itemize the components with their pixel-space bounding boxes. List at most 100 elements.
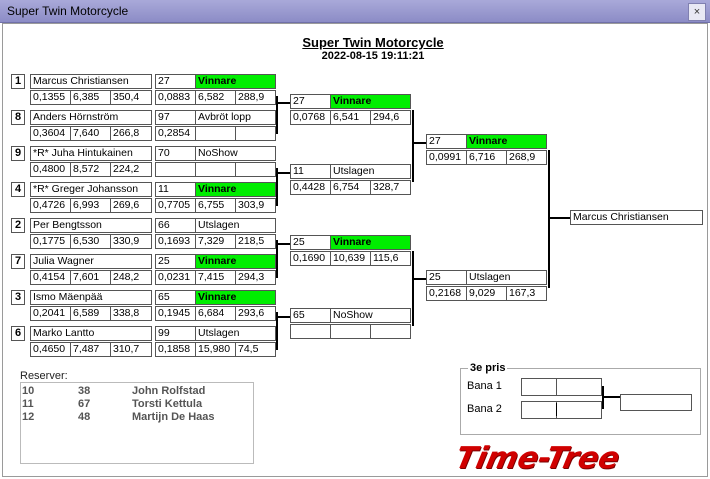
reserve-pos-1: 10	[22, 385, 35, 397]
seed-3: 9	[11, 146, 25, 161]
r4-number-2: 25	[426, 270, 467, 285]
r4-status-1: Vinnare	[466, 134, 547, 149]
r4-status-2: Utslagen	[466, 270, 547, 285]
competitor-speed-2: 266,8	[110, 126, 152, 141]
r3-number-2: 11	[290, 164, 331, 179]
r3-et-1: 6,541	[330, 110, 371, 125]
competitor-reaction-6: 0,4154	[30, 270, 71, 285]
r2-status-5: Utslagen	[195, 218, 276, 233]
bracket-connector	[276, 316, 290, 318]
lane1-field-a[interactable]	[521, 378, 557, 396]
bracket-connector	[412, 251, 414, 326]
reserve-num-3: 48	[78, 411, 91, 423]
bracket-connector	[548, 150, 550, 288]
reserve-name-3: Martijn De Haas	[132, 411, 215, 423]
lane2-label: Bana 2	[467, 403, 502, 415]
r2-number-8: 99	[155, 326, 196, 341]
r3-speed-2: 328,7	[370, 180, 411, 195]
r3-number-4: 65	[290, 308, 331, 323]
r3-number-1: 27	[290, 94, 331, 109]
seed-5: 2	[11, 218, 25, 233]
r2-number-3: 70	[155, 146, 196, 161]
r2-reaction-2: 0,2854	[155, 126, 196, 141]
reserves-list	[20, 382, 254, 464]
competitor-name-3[interactable]: *R* Juha Hintukainen	[30, 146, 152, 161]
r2-et-5: 7,329	[195, 234, 236, 249]
bracket-connector	[412, 278, 426, 280]
competitor-name-5[interactable]: Per Bengtsson	[30, 218, 152, 233]
seed-6: 7	[11, 254, 25, 269]
r2-number-1: 27	[155, 74, 196, 89]
competitor-et-8: 7,487	[70, 342, 111, 357]
bracket-connector	[276, 172, 290, 174]
r2-number-4: 11	[155, 182, 196, 197]
competitor-reaction-2: 0,3604	[30, 126, 71, 141]
r4-reaction-1: 0,0991	[426, 150, 467, 165]
r2-reaction-5: 0,1693	[155, 234, 196, 249]
r2-speed-3	[235, 162, 276, 177]
r2-status-1: Vinnare	[195, 74, 276, 89]
r4-et-1: 6,716	[466, 150, 507, 165]
reserves-label: Reserver:	[20, 370, 68, 382]
competitor-speed-7: 338,8	[110, 306, 152, 321]
third-prize-winner-field[interactable]	[620, 394, 692, 411]
reserve-pos-3: 12	[22, 411, 35, 423]
bracket-connector	[276, 312, 278, 350]
r3-status-2: Utslagen	[330, 164, 411, 179]
competitor-name-6[interactable]: Julia Wagner	[30, 254, 152, 269]
window-titlebar: Super Twin Motorcycle ×	[0, 0, 710, 23]
competitor-speed-4: 269,6	[110, 198, 152, 213]
time-tree-logo: Time-Tree	[452, 441, 623, 476]
competitor-et-3: 8,572	[70, 162, 111, 177]
r2-status-6: Vinnare	[195, 254, 276, 269]
competitor-et-2: 7,640	[70, 126, 111, 141]
r2-et-4: 6,755	[195, 198, 236, 213]
seed-2: 8	[11, 110, 25, 125]
competitor-reaction-5: 0,1775	[30, 234, 71, 249]
lane1-label: Bana 1	[467, 380, 502, 392]
reserve-num-2: 67	[78, 398, 91, 410]
competitor-speed-8: 310,7	[110, 342, 152, 357]
competitor-speed-5: 330,9	[110, 234, 152, 249]
r2-status-2: Avbröt lopp	[195, 110, 276, 125]
competitor-name-8[interactable]: Marko Lantto	[30, 326, 152, 341]
bracket-connector	[548, 217, 570, 219]
competitor-name-7[interactable]: Ismo Mäenpää	[30, 290, 152, 305]
bracket-connector	[276, 96, 278, 134]
r2-speed-8: 74,5	[235, 342, 276, 357]
lane2-field-a[interactable]	[521, 401, 557, 419]
r4-speed-1: 268,9	[506, 150, 547, 165]
bracket-connector	[276, 102, 290, 104]
r2-et-1: 6,582	[195, 90, 236, 105]
text-cursor	[556, 403, 557, 416]
r2-speed-7: 293,6	[235, 306, 276, 321]
r3-status-3: Vinnare	[330, 235, 411, 250]
competitor-name-2[interactable]: Anders Hörnström	[30, 110, 152, 125]
r2-status-4: Vinnare	[195, 182, 276, 197]
bracket-connector	[276, 240, 278, 278]
r2-reaction-7: 0,1945	[155, 306, 196, 321]
lane2-field-b[interactable]	[556, 401, 602, 419]
r3-number-3: 25	[290, 235, 331, 250]
third-prize-label: 3e pris	[468, 362, 508, 374]
competitor-reaction-1: 0,1355	[30, 90, 71, 105]
window-title: Super Twin Motorcycle	[7, 4, 129, 18]
r3-status-1: Vinnare	[330, 94, 411, 109]
r3-et-3: 10,639	[330, 251, 371, 266]
competitor-reaction-7: 0,2041	[30, 306, 71, 321]
competitor-speed-6: 248,2	[110, 270, 152, 285]
lane1-field-b[interactable]	[556, 378, 602, 396]
competitor-reaction-4: 0,4726	[30, 198, 71, 213]
r3-et-4	[330, 324, 371, 339]
r2-speed-1: 288,9	[235, 90, 276, 105]
competitor-name-1[interactable]: Marcus Christiansen	[30, 74, 152, 89]
close-button[interactable]: ×	[688, 3, 706, 21]
competitor-et-6: 7,601	[70, 270, 111, 285]
r2-status-8: Utslagen	[195, 326, 276, 341]
seed-7: 3	[11, 290, 25, 305]
competitor-name-4[interactable]: *R* Greger Johansson	[30, 182, 152, 197]
competitor-speed-3: 224,2	[110, 162, 152, 177]
competitor-reaction-8: 0,4650	[30, 342, 71, 357]
r3-reaction-4	[290, 324, 331, 339]
r2-et-8: 15,980	[195, 342, 236, 357]
